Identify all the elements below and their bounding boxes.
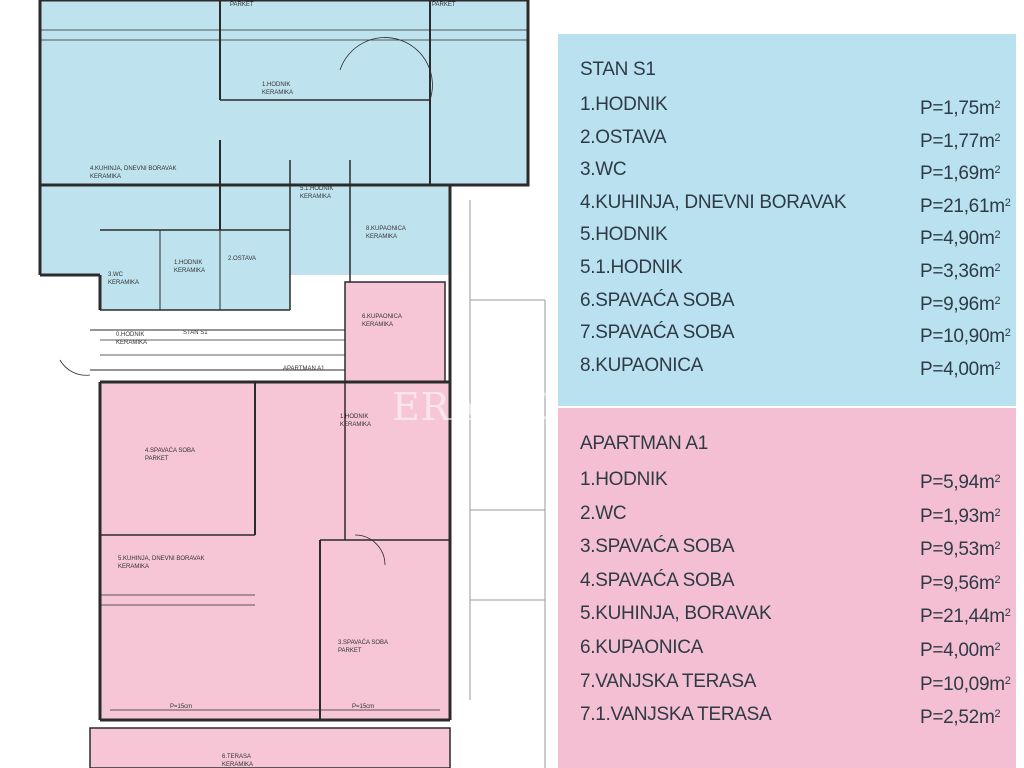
label-keramika-a1: KERAMIKA bbox=[340, 422, 371, 428]
room-row: 7.SPAVAĆA SOBA P=10,90m2 bbox=[580, 317, 1011, 350]
room-name: 3.WC bbox=[580, 159, 627, 181]
room-area: P=21,61m2 bbox=[920, 195, 1011, 217]
room-row: 7.VANJSKA TERASA P=10,09m2 bbox=[580, 665, 1011, 699]
label-kupaonica-8: 8.KUPAONICA bbox=[366, 226, 406, 232]
room-name: 7.VANJSKA TERASA bbox=[580, 670, 757, 692]
room-row: 3.WC P=1,69m2 bbox=[580, 154, 1001, 187]
label-ostava: 2.OSTAVA bbox=[228, 256, 256, 262]
room-row: 2.OSTAVA P=1,77m2 bbox=[580, 122, 1001, 155]
room-area: P=1,93m2 bbox=[920, 505, 1001, 527]
label-keramika-kuh-s1: KERAMIKA bbox=[90, 174, 121, 180]
label-keramika-0: KERAMIKA bbox=[116, 340, 147, 346]
stan-s1-area bbox=[40, 0, 528, 310]
label-keramika-wc-s1: KERAMIKA bbox=[108, 280, 139, 286]
room-row: 4.SPAVAĆA SOBA P=9,56m2 bbox=[580, 564, 1001, 598]
stan-s1-panel: STAN S1 1.HODNIK P=1,75m2 2.OSTAVA P=1,77m… bbox=[558, 34, 1016, 406]
plan-labels: PARKET PARKET 1.HODNIK KERAMIKA 4.KUHINJ… bbox=[90, 2, 456, 768]
dimension-lines bbox=[40, 29, 528, 711]
room-area: P=1,77m2 bbox=[920, 130, 1001, 152]
room-area: P=2,52m2 bbox=[920, 707, 1001, 729]
label-terasa: 6.TERASA bbox=[222, 754, 251, 760]
label-keramika-1: KERAMIKA bbox=[262, 90, 293, 96]
label-parket-top-1: PARKET bbox=[230, 2, 254, 8]
label-keramika-terasa: KERAMIKA bbox=[222, 762, 253, 768]
walls bbox=[38, 0, 546, 768]
room-row: 8.KUPAONICA P=4,00m2 bbox=[580, 350, 1001, 383]
room-name: 6.SPAVAĆA SOBA bbox=[580, 289, 735, 311]
room-area: P=9,56m2 bbox=[920, 572, 1001, 594]
apartman-a1-area bbox=[90, 282, 450, 768]
room-name: 3.SPAVAĆA SOBA bbox=[580, 536, 735, 558]
label-hodnik-51: 5.1.HODNIK bbox=[300, 186, 333, 192]
room-row: 7.1.VANJSKA TERASA P=2,52m2 bbox=[580, 698, 1001, 732]
label-hodnik-a1: 1.HODNIK bbox=[340, 414, 368, 420]
label-parket-3: PARKET bbox=[338, 648, 362, 654]
room-area: P=5,94m2 bbox=[920, 472, 1001, 493]
label-hodnik-s1-small: 1.HODNIK bbox=[174, 260, 202, 266]
room-area: P=9,53m2 bbox=[920, 539, 1001, 561]
room-row: 5.HODNIK P=4,90m2 bbox=[580, 219, 1001, 252]
room-row: 1.HODNIK P=5,94m2 bbox=[580, 463, 1001, 497]
room-row: 4.KUHINJA, DNEVNI BORAVAK P=21,61m2 bbox=[580, 187, 1011, 220]
stan-s1-rooms: 1.HODNIK P=1,75m2 2.OSTAVA P=1,77m2 3.WC P=… bbox=[580, 89, 1011, 383]
room-name: 6.KUPAONICA bbox=[580, 636, 704, 658]
room-area: P=4,00m2 bbox=[920, 639, 1001, 661]
room-name: 5.1.HODNIK bbox=[580, 256, 683, 278]
room-name: 4.KUHINJA, DNEVNI BORAVAK bbox=[580, 191, 847, 213]
room-row: 6.KUPAONICA P=4,00m2 bbox=[580, 631, 1001, 665]
room-area: P=3,36m2 bbox=[920, 260, 1001, 282]
apartman-a1-rooms: 1.HODNIK P=5,94m2 2.WC P=1,93m2 3.SPAVAĆA … bbox=[580, 463, 1011, 732]
room-name: 8.KUPAONICA bbox=[580, 354, 704, 376]
room-area: P=1,75m2 bbox=[920, 98, 1001, 119]
stan-s1-title: STAN S1 bbox=[580, 59, 656, 80]
label-keramika-kuh-a1: KERAMIKA bbox=[118, 564, 149, 570]
label-hodnik-0: 0.HODNIK bbox=[116, 332, 144, 338]
room-row: 3.SPAVAĆA SOBA P=9,53m2 bbox=[580, 530, 1001, 564]
label-keramika-8: KERAMIKA bbox=[366, 234, 397, 240]
label-dim-p15-b: P=15cm bbox=[352, 704, 374, 710]
room-name: 2.OSTAVA bbox=[580, 126, 667, 148]
room-row: 5.1.HODNIK P=3,36m2 bbox=[580, 252, 1001, 285]
room-area: P=21,44m2 bbox=[920, 606, 1011, 628]
room-row: 5.KUHINJA, BORAVAK P=21,44m2 bbox=[580, 597, 1011, 631]
room-row: 6.SPAVAĆA SOBA P=9,96m2 bbox=[580, 285, 1001, 318]
label-keramika-s1-small: KERAMIKA bbox=[174, 268, 205, 274]
room-area: P=4,00m2 bbox=[920, 358, 1001, 380]
room-area: P=10,09m2 bbox=[920, 673, 1011, 695]
room-name: 7.SPAVAĆA SOBA bbox=[580, 322, 735, 344]
label-dim-p15-a: P=15cm bbox=[170, 704, 192, 710]
label-spavaca-3: 3.SPAVAĆA SOBA bbox=[338, 639, 388, 646]
label-apartman-a1: APARTMAN A1 bbox=[283, 366, 325, 372]
room-name: 1.HODNIK bbox=[580, 469, 668, 490]
room-row: 1.HODNIK P=1,75m2 bbox=[580, 89, 1001, 122]
apartman-a1-title: APARTMAN A1 bbox=[580, 433, 708, 454]
label-stan-s1: STAN S1 bbox=[183, 330, 208, 336]
label-keramika-51: KERAMIKA bbox=[300, 194, 331, 200]
room-area: P=1,69m2 bbox=[920, 163, 1001, 185]
room-name: 5.HODNIK bbox=[580, 224, 668, 246]
room-name: 7.1.VANJSKA TERASA bbox=[580, 704, 772, 726]
room-area: P=9,96m2 bbox=[920, 293, 1001, 315]
room-row: 2.WC P=1,93m2 bbox=[580, 497, 1001, 531]
label-kupaonica-6: 6.KUPAONICA bbox=[362, 314, 402, 320]
label-kuhinja-a1: 5.KUHINJA, DNEVNI BORAVAK bbox=[118, 556, 204, 562]
room-name: 1.HODNIK bbox=[580, 94, 668, 115]
room-name: 5.KUHINJA, BORAVAK bbox=[580, 603, 772, 625]
label-kuhinja-s1: 4.KUHINJA, DNEVNI BORAVAK bbox=[90, 166, 176, 172]
label-wc-s1: 3.WC bbox=[108, 272, 124, 278]
label-hodnik-1: 1.HODNIK bbox=[262, 82, 290, 88]
apartman-a1-panel: APARTMAN A1 1.HODNIK P=5,94m2 2.WC P=1,93m… bbox=[558, 408, 1016, 768]
label-spavaca-4: 4.SPAVAĆA SOBA bbox=[145, 447, 195, 454]
room-name: 4.SPAVAĆA SOBA bbox=[580, 569, 735, 591]
label-parket-4: PARKET bbox=[145, 456, 169, 462]
label-parket-top-2: PARKET bbox=[432, 2, 456, 8]
room-area: P=4,90m2 bbox=[920, 228, 1001, 250]
room-name: 2.WC bbox=[580, 502, 627, 524]
room-area: P=10,90m2 bbox=[920, 326, 1011, 348]
label-keramika-6: KERAMIKA bbox=[362, 322, 393, 328]
